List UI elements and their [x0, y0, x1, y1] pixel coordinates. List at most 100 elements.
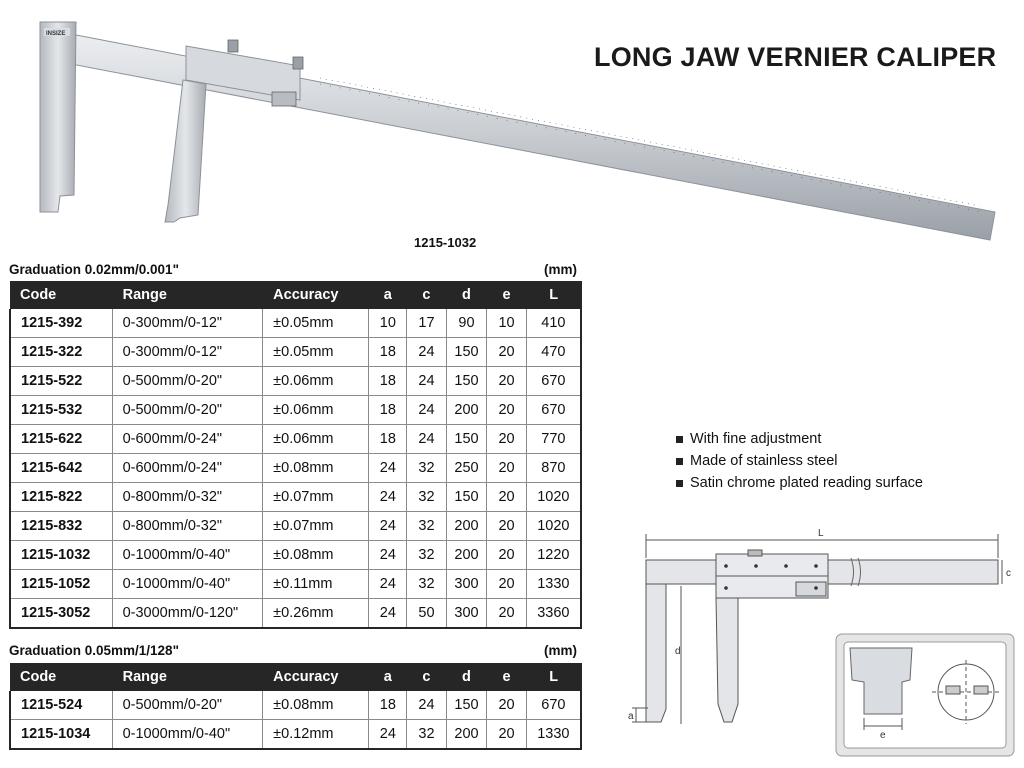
table-cell: 150	[445, 691, 488, 720]
brand-logo: INSIZE	[46, 31, 65, 37]
column-header: Code	[10, 281, 113, 309]
table-cell: 24	[368, 719, 408, 750]
table-cell: 0-500mm/0-20"	[111, 691, 264, 720]
column-header: L	[526, 663, 582, 691]
table-cell: 410	[525, 309, 582, 338]
table-cell: ±0.05mm	[262, 309, 370, 338]
column-header: a	[368, 281, 408, 309]
table-cell: 870	[525, 453, 582, 483]
feature-item: Made of stainless steel	[676, 450, 923, 472]
table2-unit: (mm)	[544, 643, 577, 658]
table-cell: 24	[368, 482, 408, 512]
table-cell: 20	[486, 366, 527, 396]
table-cell: ±0.11mm	[262, 569, 370, 599]
table-cell: 470	[525, 337, 582, 367]
column-header: c	[406, 663, 447, 691]
dim-label-L: L	[818, 528, 824, 539]
product-code-cell: 1215-622	[8, 424, 113, 454]
table-cell: 20	[486, 691, 527, 720]
table-cell: 32	[406, 569, 447, 599]
product-code-cell: 1215-524	[8, 691, 113, 720]
table-cell: 18	[368, 424, 408, 454]
table-cell: 200	[445, 511, 488, 541]
table-cell: 1330	[525, 719, 582, 750]
product-code-cell: 1215-322	[8, 337, 113, 367]
table-cell: 18	[368, 395, 408, 425]
table-cell: 1220	[525, 540, 582, 570]
table-cell: 24	[406, 691, 447, 720]
product-code-cell: 1215-522	[8, 366, 113, 396]
table1-graduation: Graduation 0.02mm/0.001"	[9, 262, 179, 277]
table-cell: 770	[525, 424, 582, 454]
table2-graduation: Graduation 0.05mm/1/128"	[9, 643, 179, 658]
column-header: e	[486, 281, 527, 309]
table-cell: ±0.08mm	[262, 691, 370, 720]
table-cell: 20	[486, 569, 527, 599]
column-header: d	[446, 281, 488, 309]
table-cell: 670	[525, 395, 582, 425]
table-cell: 24	[406, 366, 447, 396]
table-cell: 24	[406, 395, 447, 425]
table-cell: 20	[486, 598, 527, 629]
table-cell: 10	[368, 309, 408, 338]
table-cell: 0-500mm/0-20"	[111, 366, 264, 396]
table-cell: 17	[406, 309, 447, 338]
column-header: Code	[10, 663, 113, 691]
table-cell: 50	[406, 598, 447, 629]
table-cell: 32	[406, 540, 447, 570]
table-cell: 150	[445, 482, 488, 512]
table-cell: 10	[486, 309, 527, 338]
table-cell: 18	[368, 691, 408, 720]
table-cell: ±0.07mm	[262, 482, 370, 512]
table-cell: 32	[406, 482, 447, 512]
table-cell: ±0.26mm	[262, 598, 370, 629]
column-header: Range	[112, 281, 264, 309]
dim-label-e: e	[880, 730, 886, 741]
caliper-photo: INSIZE	[39, 21, 996, 241]
table-cell: 20	[486, 719, 527, 750]
table-cell: 20	[486, 337, 527, 367]
table-cell: 0-300mm/0-12"	[111, 337, 264, 367]
table-cell: 20	[486, 540, 527, 570]
table-cell: 200	[445, 719, 488, 750]
table-cell: 0-3000mm/0-120"	[111, 598, 264, 629]
table-cell: 250	[445, 453, 488, 483]
table-cell: 0-600mm/0-24"	[111, 424, 264, 454]
table-cell: 20	[486, 453, 527, 483]
table-cell: 150	[445, 366, 488, 396]
bullet-icon	[676, 457, 683, 465]
table-cell: 20	[486, 424, 527, 454]
product-code-cell: 1215-1052	[8, 569, 113, 599]
table-cell: 24	[406, 337, 447, 367]
table-cell: 0-1000mm/0-40"	[111, 719, 264, 750]
column-header: a	[368, 663, 408, 691]
table-cell: ±0.06mm	[262, 424, 370, 454]
table-cell: ±0.08mm	[262, 453, 370, 483]
table-cell: 18	[368, 337, 408, 367]
table-cell: 20	[486, 482, 527, 512]
table-cell: ±0.07mm	[262, 511, 370, 541]
feature-item: With fine adjustment	[676, 428, 923, 450]
model-caption: 1215-1032	[414, 235, 477, 250]
column-header: Range	[112, 663, 264, 691]
table-cell: 150	[445, 337, 488, 367]
column-header: L	[526, 281, 582, 309]
table-cell: 24	[368, 540, 408, 570]
table-cell: 90	[445, 309, 488, 338]
product-code-cell: 1215-822	[8, 482, 113, 512]
column-header: e	[486, 663, 527, 691]
column-header: d	[446, 663, 488, 691]
feature-list: With fine adjustment Made of stainless s…	[676, 428, 923, 494]
